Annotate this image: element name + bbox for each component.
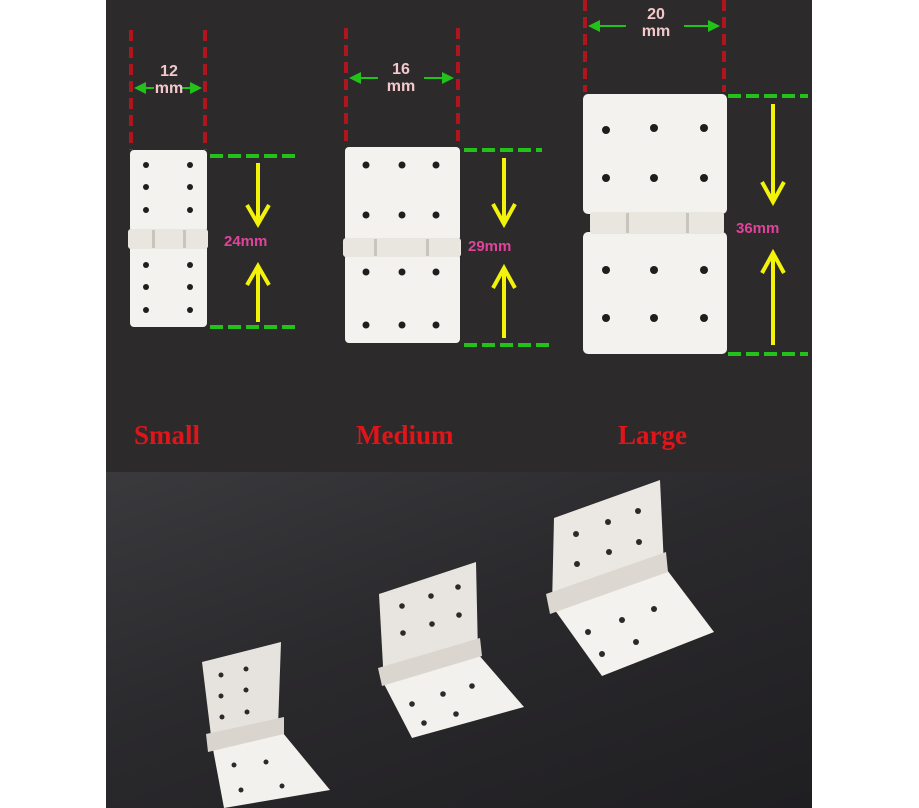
large-width-markers xyxy=(583,0,726,92)
small-height-label: 24mm xyxy=(224,233,268,250)
small-width-unit: mm xyxy=(154,80,184,97)
medium-hinge-photo xyxy=(378,562,524,738)
hinge-perspective-photo xyxy=(106,472,812,808)
small-width-value: 12 xyxy=(160,63,178,80)
large-height-label: 36mm xyxy=(736,220,780,237)
large-height-markers xyxy=(728,94,808,356)
small-size-label: Small xyxy=(134,420,201,450)
medium-height-label: 29mm xyxy=(468,238,512,255)
large-width-value: 20 xyxy=(647,6,665,23)
large-hinge-photo xyxy=(546,480,714,676)
hinge-perspective-graphics xyxy=(202,480,714,808)
hinge-dimension-photo: 12 mm 24mm Small 16 mm 29mm Medium 20 mm… xyxy=(106,0,812,472)
large-width-label: 20 mm xyxy=(629,6,683,40)
large-size-label: Large xyxy=(618,420,687,450)
large-hinge xyxy=(583,94,727,354)
medium-hinge xyxy=(343,147,461,343)
small-width-label: 12 mm xyxy=(146,63,192,97)
small-hinge xyxy=(128,150,208,327)
medium-size-label: Medium xyxy=(356,420,454,450)
small-height-markers xyxy=(210,154,298,329)
medium-width-markers xyxy=(344,28,460,146)
medium-width-label: 16 mm xyxy=(378,61,424,95)
small-hinge-photo xyxy=(202,642,330,808)
medium-width-unit: mm xyxy=(386,78,416,95)
small-width-markers xyxy=(129,30,207,150)
hinge-diagram-graphics xyxy=(128,0,808,356)
medium-height-markers xyxy=(464,148,550,347)
large-width-unit: mm xyxy=(641,23,671,40)
medium-width-value: 16 xyxy=(392,61,410,78)
